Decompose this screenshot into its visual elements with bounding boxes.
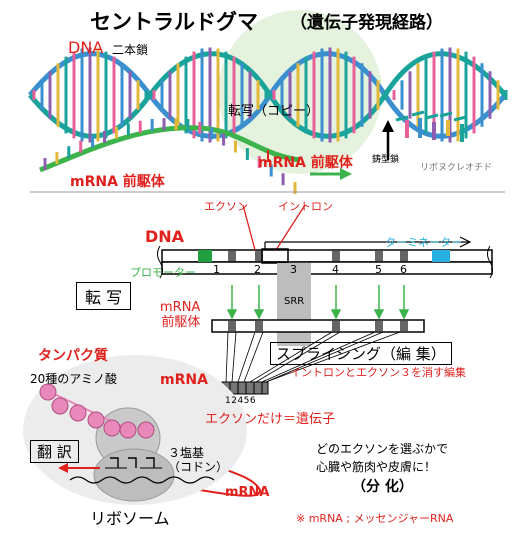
exon-pointer <box>242 204 256 251</box>
exon-number-3: 3 <box>290 263 297 276</box>
gene-dna-bar <box>161 249 493 275</box>
intron-pointer <box>275 204 306 251</box>
direction-arrow-head <box>340 168 352 180</box>
transcription-label: 転写（コピー） <box>228 104 320 119</box>
page-subtitle: （遺伝子発現経路） <box>290 13 443 33</box>
choice-line-2: 心臓や筋肉や皮膚に！ <box>316 460 437 474</box>
intron-label: イントロン <box>278 200 333 213</box>
mrna-precursor-right: mRNA 前駆体 <box>258 155 353 171</box>
exon-number-1: 1 <box>213 263 220 276</box>
differentiation-label: （分 化） <box>352 479 413 495</box>
ribosome-label: リボソーム <box>90 509 170 528</box>
dna-break-right <box>487 245 493 279</box>
template-arrow-head <box>382 120 394 132</box>
template-strand-label: 鋳型鎖 <box>372 155 400 165</box>
promoter-label: プロモーター <box>130 266 196 279</box>
exon-number-2: 2 <box>254 263 261 276</box>
amino-acids-label: 20種のアミノ酸 <box>30 372 118 386</box>
splicing-box: スプライシング（編 集） <box>270 342 452 365</box>
ribonucleotide-pieces <box>395 110 467 142</box>
mrna-precursor-label: mRNA 前駆体 <box>160 300 201 330</box>
splicing-lines <box>225 331 401 383</box>
mrna-bases <box>43 118 297 194</box>
dna-label-top: DNA <box>68 38 104 57</box>
terminator-label: ターミネーター <box>385 236 462 249</box>
mrna-precursor-bar <box>211 319 425 333</box>
exon-arrows <box>226 285 410 320</box>
exon-number-4: 4 <box>332 263 339 276</box>
exon-label: エクソン <box>204 200 248 213</box>
transcription-direction-head <box>459 236 472 248</box>
srr-label: SRR <box>284 296 305 307</box>
exon-number-5: 5 <box>375 263 382 276</box>
dna-sub-label: 二本鎖 <box>112 43 149 57</box>
protein-label: タンパク質 <box>38 348 108 364</box>
choice-line-1: どのエクソンを選ぶかで <box>316 442 449 456</box>
ribonucleotide-label: リボヌクレオチド <box>420 163 493 173</box>
dna-break-left <box>157 245 163 279</box>
codon-label: ３塩基 （コドン） <box>168 446 229 474</box>
base-pairs <box>32 47 508 143</box>
exon-only-gene: エクソンだけ＝遺伝子 <box>205 412 336 427</box>
translation-box: 翻 訳 <box>30 440 79 463</box>
transcription-box: 転 写 <box>76 282 132 310</box>
splicing-note: イントロンとエクソン３を消す編集 <box>290 366 466 379</box>
mrna-mature-label: mRNA <box>160 372 208 388</box>
mrna-precursor-left: mRNA 前駆体 <box>70 174 165 190</box>
intron-box <box>261 248 289 264</box>
mrna-bottom-label: mRNA <box>225 485 270 500</box>
exon-number-6: 6 <box>400 263 407 276</box>
dna-label-gene: DNA <box>145 227 185 246</box>
mature-exon-numbers: 12456 <box>225 396 257 406</box>
mrna-strand-top <box>39 125 301 173</box>
footnote: ※ mRNA ; メッセンジャーRNA <box>296 512 454 525</box>
protein-chain <box>39 383 155 439</box>
page-title: セントラルドグマ <box>90 10 258 34</box>
translation-arrow-head <box>58 463 68 473</box>
